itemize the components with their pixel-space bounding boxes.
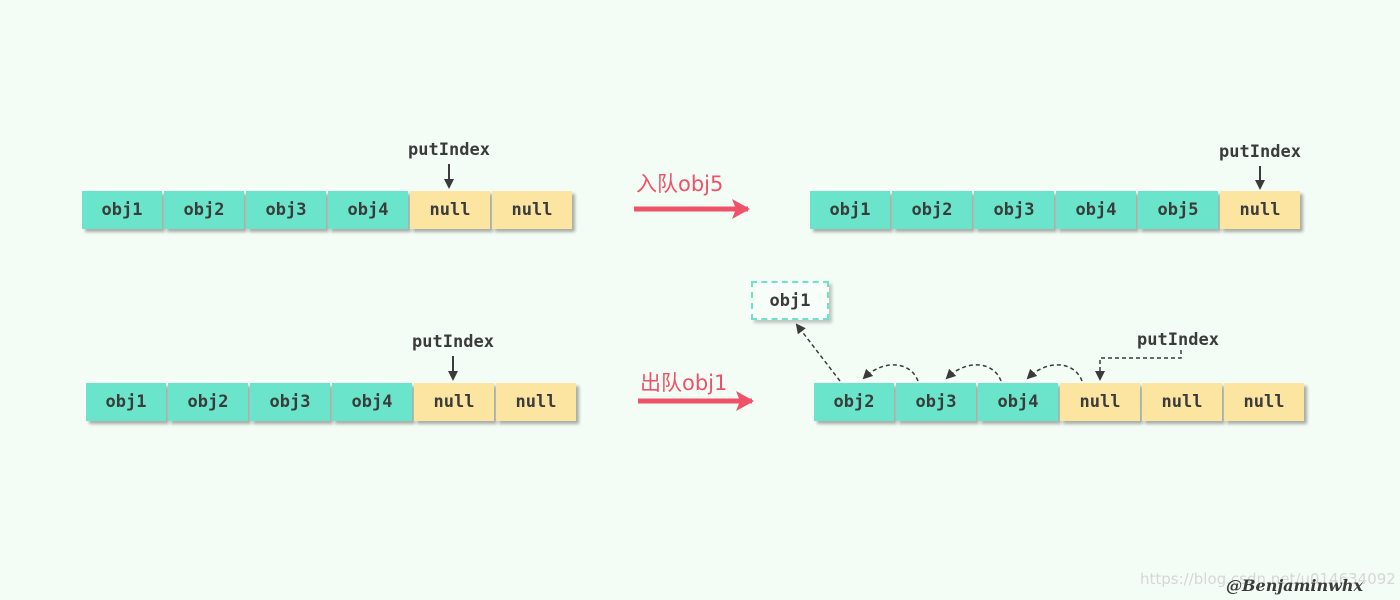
array-cell: obj3	[250, 383, 330, 421]
dequeue-label: 出队obj1	[640, 371, 728, 395]
put-index-label: putIndex	[1219, 142, 1301, 162]
shift-arrow-icon	[1026, 364, 1083, 382]
array-cell: obj4	[332, 383, 412, 421]
array-cell: null	[492, 191, 572, 229]
array-cell: obj2	[164, 191, 244, 229]
array-cell: null	[1220, 191, 1300, 229]
array-cell: obj2	[892, 191, 972, 229]
array-cell: null	[414, 383, 494, 421]
put-index-label: putIndex	[1137, 330, 1219, 350]
array-cell: obj1	[82, 191, 162, 229]
array-cell: null	[410, 191, 490, 229]
put-index-label: putIndex	[412, 332, 494, 352]
array-cell: obj1	[810, 191, 890, 229]
array-cell: obj4	[328, 191, 408, 229]
put-index-label: putIndex	[408, 140, 490, 160]
array-cell: obj5	[1138, 191, 1218, 229]
author-signature: @Benjaminwhx	[1226, 576, 1364, 595]
array-cell: obj3	[896, 383, 976, 421]
enqueue-label: 入队obj5	[636, 172, 724, 196]
array-cell: obj4	[1056, 191, 1136, 229]
array-cell: obj2	[814, 383, 894, 421]
array-cell: null	[1224, 383, 1304, 421]
array-cell: null	[1142, 383, 1222, 421]
array-cell: obj1	[86, 383, 166, 421]
watermark-url: https://blog.csdn.net/u014634092	[1140, 570, 1396, 588]
array-cell: obj4	[978, 383, 1058, 421]
pop-arrow-icon	[795, 323, 841, 382]
array-cell: obj3	[246, 191, 326, 229]
popped-element: obj1	[751, 281, 829, 320]
shift-arrow-icon	[862, 364, 919, 382]
array-cell: null	[496, 383, 576, 421]
array-cell: obj2	[168, 383, 248, 421]
array-cell: null	[1060, 383, 1140, 421]
array-cell: obj3	[974, 191, 1054, 229]
shift-arrow-icon	[945, 364, 1002, 382]
put-index-moved-arrow-icon	[1095, 350, 1182, 381]
